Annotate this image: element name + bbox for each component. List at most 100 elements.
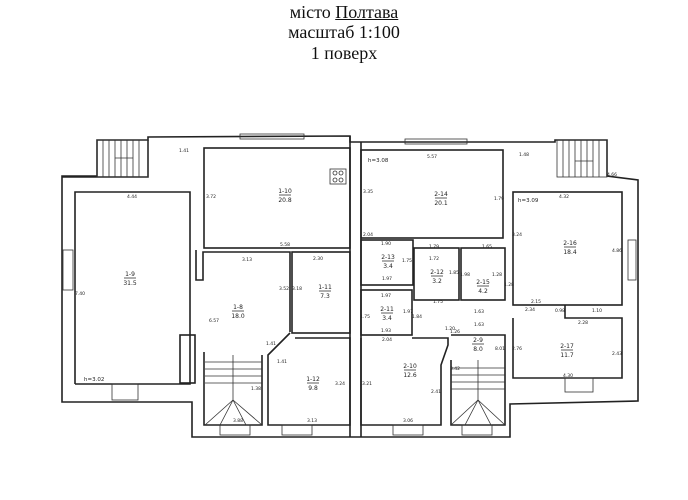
room-label: 3.4 xyxy=(383,263,393,270)
dimension-label: 3.52 xyxy=(279,286,289,292)
room-label: 3.4 xyxy=(382,315,392,322)
plan-line xyxy=(627,239,637,281)
dimension-label: 8.01 xyxy=(495,346,505,352)
room-label: 8.0 xyxy=(473,346,483,353)
dimension-label: 2.43 xyxy=(612,351,622,357)
plan-line xyxy=(460,247,506,301)
floor-line: 1 поверх xyxy=(310,43,378,63)
dimension-label: 1.63 xyxy=(474,309,484,315)
room-1-8: 1-818.0 xyxy=(231,304,245,320)
dimension-label: 1.90 xyxy=(381,241,391,247)
plan-line xyxy=(203,147,351,249)
room-label: 1-11 xyxy=(318,284,332,291)
dimension-label: 1.75 xyxy=(402,258,412,264)
dimension-label: 1.48 xyxy=(519,152,529,158)
room-2-10: 2-10 12.6 xyxy=(403,363,417,379)
room-label: 1-8 xyxy=(233,304,243,311)
room-label: 2-17 xyxy=(560,343,574,350)
dimension-label: 3.18 xyxy=(292,286,302,292)
plan-line xyxy=(392,424,424,436)
dimension-label: 2.41 xyxy=(431,389,441,395)
dimension-label: 1.41 xyxy=(277,359,287,365)
room-label: 2-9 xyxy=(473,337,483,344)
plan-line xyxy=(477,399,492,426)
dimension-label: 2.15 xyxy=(531,299,541,305)
room-2-15: 2-154.2 xyxy=(476,279,490,295)
plan-line xyxy=(512,305,623,379)
dimension-label: 3.72 xyxy=(206,194,216,200)
stove-icon xyxy=(329,168,347,185)
room-label: 31.5 xyxy=(123,280,137,287)
dimension-label: 3.42 xyxy=(450,366,460,372)
plan-line xyxy=(404,138,468,145)
room-label: 7.3 xyxy=(320,293,330,300)
right-balcony-stairs xyxy=(556,139,608,178)
room-label: 18.4 xyxy=(563,249,577,256)
room-label: 1-12 xyxy=(306,376,320,383)
plan-line xyxy=(564,377,594,393)
plan-line xyxy=(74,191,191,385)
plan-line xyxy=(332,177,338,183)
city-prefix: місто xyxy=(289,2,331,22)
plan-line xyxy=(219,399,234,426)
dimension-label: 3.24 xyxy=(335,381,345,387)
room-2-11: 2-113.4 xyxy=(380,306,394,322)
plan-line xyxy=(338,170,344,176)
dimension-label: 1.20 xyxy=(445,326,455,332)
dimension-label: 1.72 xyxy=(429,256,439,262)
plan-line xyxy=(477,399,506,426)
plan-line xyxy=(111,383,139,401)
room-1-9: 1-9 31.5 xyxy=(123,271,137,287)
plan-line xyxy=(232,399,247,426)
dimension-label: 2.76 xyxy=(512,346,522,352)
room-label: 20.8 xyxy=(278,197,292,204)
room-label: 2-14 xyxy=(434,191,448,198)
dimension-label: 0.98 xyxy=(555,308,565,314)
dimension-label: 3.88 xyxy=(233,418,243,424)
windows xyxy=(62,133,637,436)
room-label: 11.7 xyxy=(560,352,574,359)
dimension-label: 6.57 xyxy=(209,318,219,324)
room-label: 1-9 xyxy=(125,271,135,278)
dimension-label: 3.24 xyxy=(512,232,522,238)
dimension-label: 1.75 xyxy=(433,299,443,305)
room-2-9: 2-98.0 xyxy=(472,337,484,353)
dimension-label: 1.28 xyxy=(504,282,514,288)
dimension-label: 1.41 xyxy=(266,341,276,347)
plan-line xyxy=(464,399,479,426)
room-label: 9.8 xyxy=(308,385,318,392)
room-1-11: 1-11 7.3 xyxy=(318,284,332,300)
room-walls xyxy=(179,136,623,437)
room-2-13: 2-13 3.4 xyxy=(381,254,395,270)
plan-line xyxy=(512,191,623,306)
plan-line xyxy=(332,170,338,176)
dimension-label: 1.75 xyxy=(360,314,370,320)
dimension-label: 2.28 xyxy=(578,320,588,326)
dimension-label: 4.44 xyxy=(127,194,137,200)
dimension-label: 3.13 xyxy=(242,257,252,263)
plan-line xyxy=(329,168,347,185)
dimension-label: 3.06 xyxy=(403,418,413,424)
dimension-label: 5.58 xyxy=(280,242,290,248)
dimension-label: 1.97 xyxy=(382,276,392,282)
plan-line xyxy=(195,250,291,332)
dimension-label: 2.34 xyxy=(525,307,535,313)
dimension-label: 1.98 xyxy=(460,272,470,278)
dimension-label: 1.97 xyxy=(381,293,391,299)
dimension-label: 1.93 xyxy=(381,328,391,334)
room-1-12: 1-12 9.8 xyxy=(306,376,320,392)
dimension-label: 4.32 xyxy=(559,194,569,200)
room-label: 3.2 xyxy=(432,278,442,285)
room-label: 4.2 xyxy=(478,288,488,295)
room-label: 2-13 xyxy=(381,254,395,261)
scale-line: масштаб 1:100 xyxy=(288,22,400,42)
dimension-label: 1.38 xyxy=(251,386,261,392)
plan-line xyxy=(62,140,149,178)
dimension-label: 1.26 xyxy=(450,329,460,335)
room-label: 2-10 xyxy=(403,363,417,370)
room-2-12: 2-123.2 xyxy=(430,269,444,285)
room-label: 12.6 xyxy=(403,372,417,379)
